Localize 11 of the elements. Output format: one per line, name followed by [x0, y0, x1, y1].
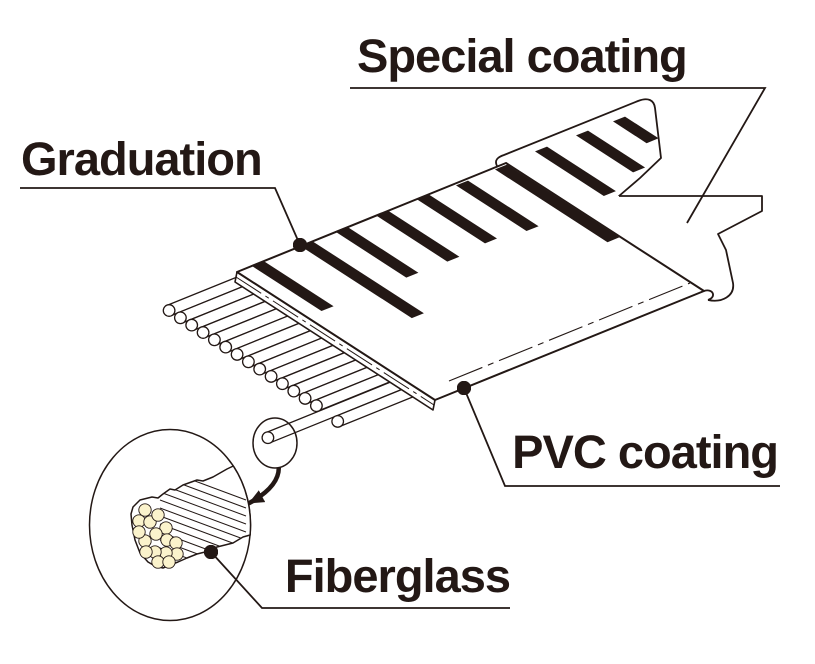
magnified-fiber-view [88, 428, 252, 622]
leader-line [456, 380, 780, 487]
leader-line [204, 544, 510, 609]
leader-line [350, 87, 767, 224]
leader-line [20, 187, 308, 252]
callout-label: Fiberglass [284, 552, 510, 608]
magnifier-circle [252, 417, 298, 469]
curved-arrow [247, 467, 282, 506]
callout-label: PVC coating [512, 428, 780, 486]
callout-label: Special coating [350, 32, 687, 88]
callout-label: Graduation [20, 135, 262, 188]
